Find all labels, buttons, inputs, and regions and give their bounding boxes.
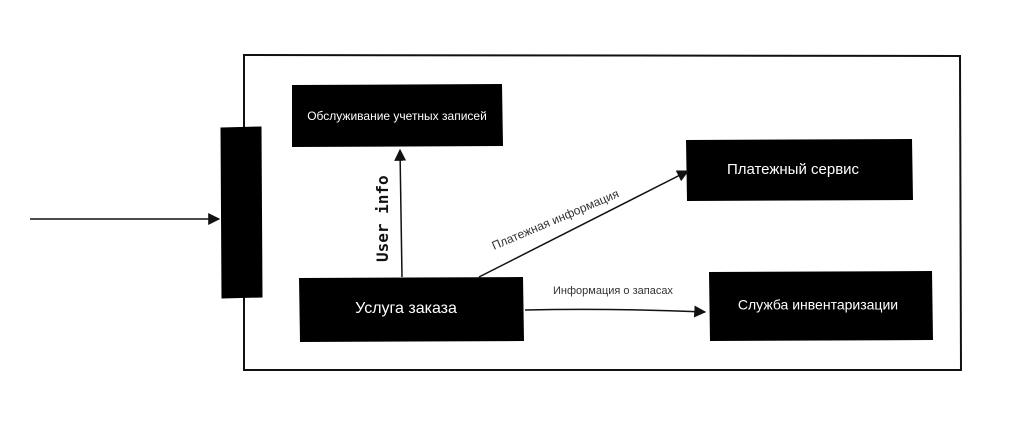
node-payment-service: Платежный сервис	[686, 139, 913, 201]
order-service-label: Услуга заказа	[355, 300, 457, 317]
node-inventory-service: Служба инвентаризации	[709, 271, 933, 341]
order-service-box	[299, 277, 524, 342]
account-service-label: Обслуживание учетных записей	[307, 109, 487, 123]
inventory-service-label: Служба инвентаризации	[738, 297, 898, 313]
order-to-payment-arrow	[478, 170, 690, 278]
order-to-account-label: User info	[373, 175, 392, 262]
order-to-account-arrow	[394, 148, 407, 278]
account-service-box	[292, 84, 503, 147]
order-to-payment-label: Платежная информация	[490, 186, 621, 252]
payment-service-label: Платежный сервис	[727, 161, 860, 178]
order-to-inventory-arrow	[524, 305, 707, 318]
node-order-service: Услуга заказа	[299, 277, 524, 342]
payment-service-box	[686, 139, 913, 201]
order-to-inventory-label: Информация о запасах	[553, 285, 673, 297]
node-account-service: Обслуживание учетных записей	[292, 84, 503, 147]
gateway-bar	[220, 126, 263, 299]
inventory-service-box	[709, 271, 933, 341]
